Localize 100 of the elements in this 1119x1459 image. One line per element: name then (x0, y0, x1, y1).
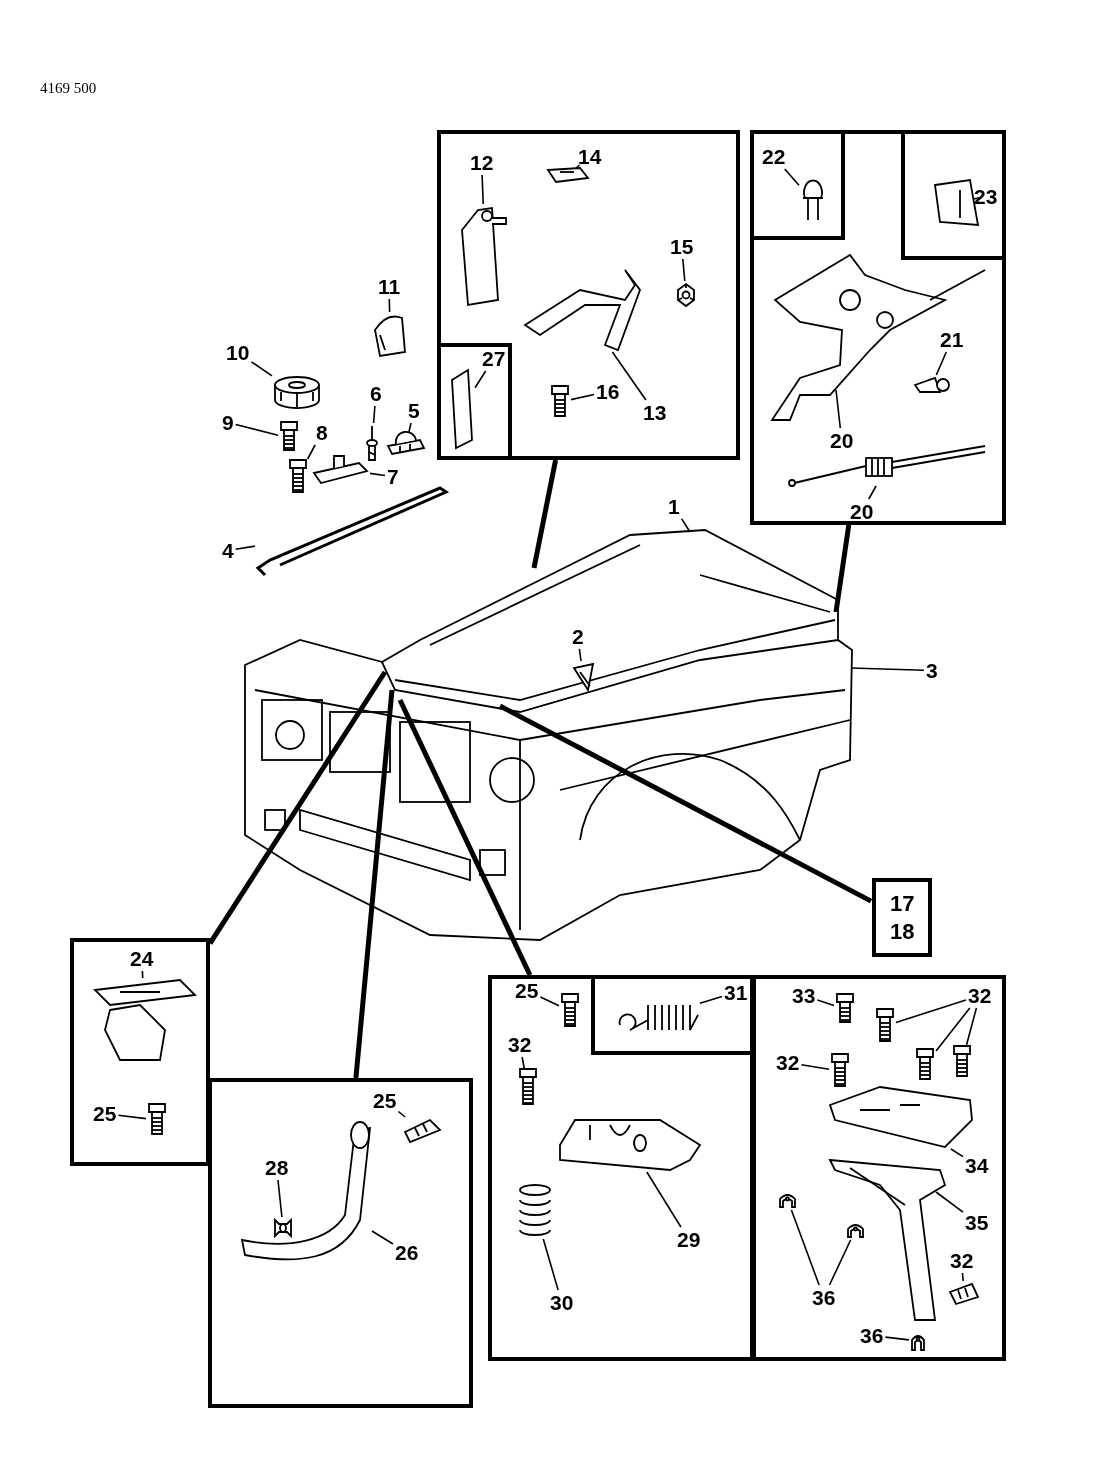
callout-number: 20 (830, 430, 854, 451)
leader-line (575, 164, 581, 169)
callout-number: 3 (926, 660, 938, 681)
leader-line (935, 1191, 964, 1213)
bolt-drawing (835, 994, 855, 1024)
leader-line (699, 995, 723, 1004)
leader-line (250, 361, 273, 377)
inset-box (488, 975, 754, 1361)
leader-line (306, 444, 316, 460)
callout-number: 25 (373, 1090, 397, 1111)
callout-number: 11 (378, 276, 401, 297)
callout-number: 9 (222, 412, 234, 433)
callout-number: 12 (470, 152, 494, 173)
leader-line (372, 405, 376, 424)
callout-number: 32 (508, 1034, 532, 1055)
callout-number: 14 (578, 146, 602, 167)
coil-spring-drawing (518, 1183, 552, 1238)
callout-number: 13 (643, 402, 667, 423)
clip-drawing (386, 434, 426, 456)
callout-number: 34 (965, 1155, 989, 1176)
leader-line (521, 1056, 525, 1069)
connector-line (833, 524, 852, 613)
leader-line (783, 168, 800, 186)
leader-line (850, 667, 925, 672)
callout-number: 24 (130, 948, 154, 969)
callout-number: 28 (265, 1157, 289, 1178)
bolt-drawing (560, 994, 580, 1028)
mounting-bracket-drawing (828, 1085, 974, 1149)
screw-drawing (913, 376, 951, 394)
clip-drawing (800, 180, 826, 222)
callout-number: 2 (572, 626, 584, 647)
pad-drawing (373, 313, 407, 358)
leader-line (884, 1336, 910, 1341)
leader-line (965, 1007, 978, 1046)
leader-line (790, 1209, 820, 1286)
bolt-drawing (403, 1118, 442, 1144)
latch-drawing (558, 1118, 702, 1172)
leader-line (935, 1007, 971, 1052)
leader-line (234, 545, 256, 550)
inset-box (752, 975, 1006, 1361)
drawing-number: 4169 500 (40, 80, 97, 97)
callout-number: 4 (222, 540, 234, 561)
leader-line (800, 1063, 830, 1070)
callout-number: 35 (965, 1212, 989, 1233)
callout-number: 16 (596, 381, 620, 402)
bolt-drawing (147, 1104, 167, 1136)
callout-number: 22 (762, 146, 786, 167)
pad-drawing (450, 366, 474, 450)
callout-number: 23 (974, 186, 998, 207)
leader-line (935, 351, 948, 376)
leader-line (474, 370, 487, 389)
bolt-drawing (288, 460, 308, 494)
leader-line (542, 1238, 559, 1291)
leader-line (481, 174, 484, 205)
prop-rod-bracket-drawing (240, 1120, 372, 1260)
striker-drawing (570, 662, 596, 692)
callout-number: 36 (812, 1287, 836, 1308)
pin-drawing (366, 424, 378, 462)
callout-number: 18 (890, 917, 915, 945)
leader-line (371, 1230, 394, 1245)
leader-line (895, 999, 967, 1024)
inset-box (70, 938, 210, 1166)
callout-number: 33 (792, 985, 816, 1006)
connector-line (397, 698, 533, 977)
leader-line (388, 298, 391, 313)
connector-line (207, 670, 388, 945)
inset-box (208, 1078, 473, 1408)
leader-line (117, 1114, 147, 1120)
inset-box (750, 130, 1006, 525)
callout-number: 30 (550, 1292, 574, 1313)
callout-number: 8 (316, 422, 328, 443)
bolt-drawing (915, 1049, 935, 1081)
leader-line (950, 1148, 964, 1158)
leader-line (570, 393, 595, 401)
leader-line (646, 1171, 682, 1228)
callout-number: 17 (890, 890, 915, 918)
callout-number: 5 (408, 400, 420, 421)
connector-line (498, 703, 873, 904)
hinge-drawing (460, 205, 510, 307)
callout-number: 32 (950, 1250, 974, 1271)
clip-drawing (312, 454, 369, 485)
inset-box (437, 130, 740, 460)
bolt-drawing (875, 1009, 895, 1043)
callout-number: 25 (515, 980, 539, 1001)
connector-line (353, 689, 395, 1079)
rubber-bumper-drawing (273, 375, 321, 411)
nut-drawing (676, 282, 696, 308)
callout-number: 15 (670, 236, 694, 257)
callout-number: 29 (677, 1229, 701, 1250)
screw-drawing (279, 422, 299, 454)
hinge-arm-drawing (523, 268, 643, 352)
release-lever-drawing (770, 253, 988, 423)
bolt-drawing (830, 1054, 850, 1088)
callout-number: 1 (668, 496, 680, 517)
leader-line (835, 389, 842, 429)
leader-line (397, 1110, 406, 1118)
leader-line (277, 1179, 283, 1218)
car-front-drawing (243, 528, 855, 943)
leader-line (828, 1239, 852, 1286)
clip-drawing (546, 166, 590, 184)
